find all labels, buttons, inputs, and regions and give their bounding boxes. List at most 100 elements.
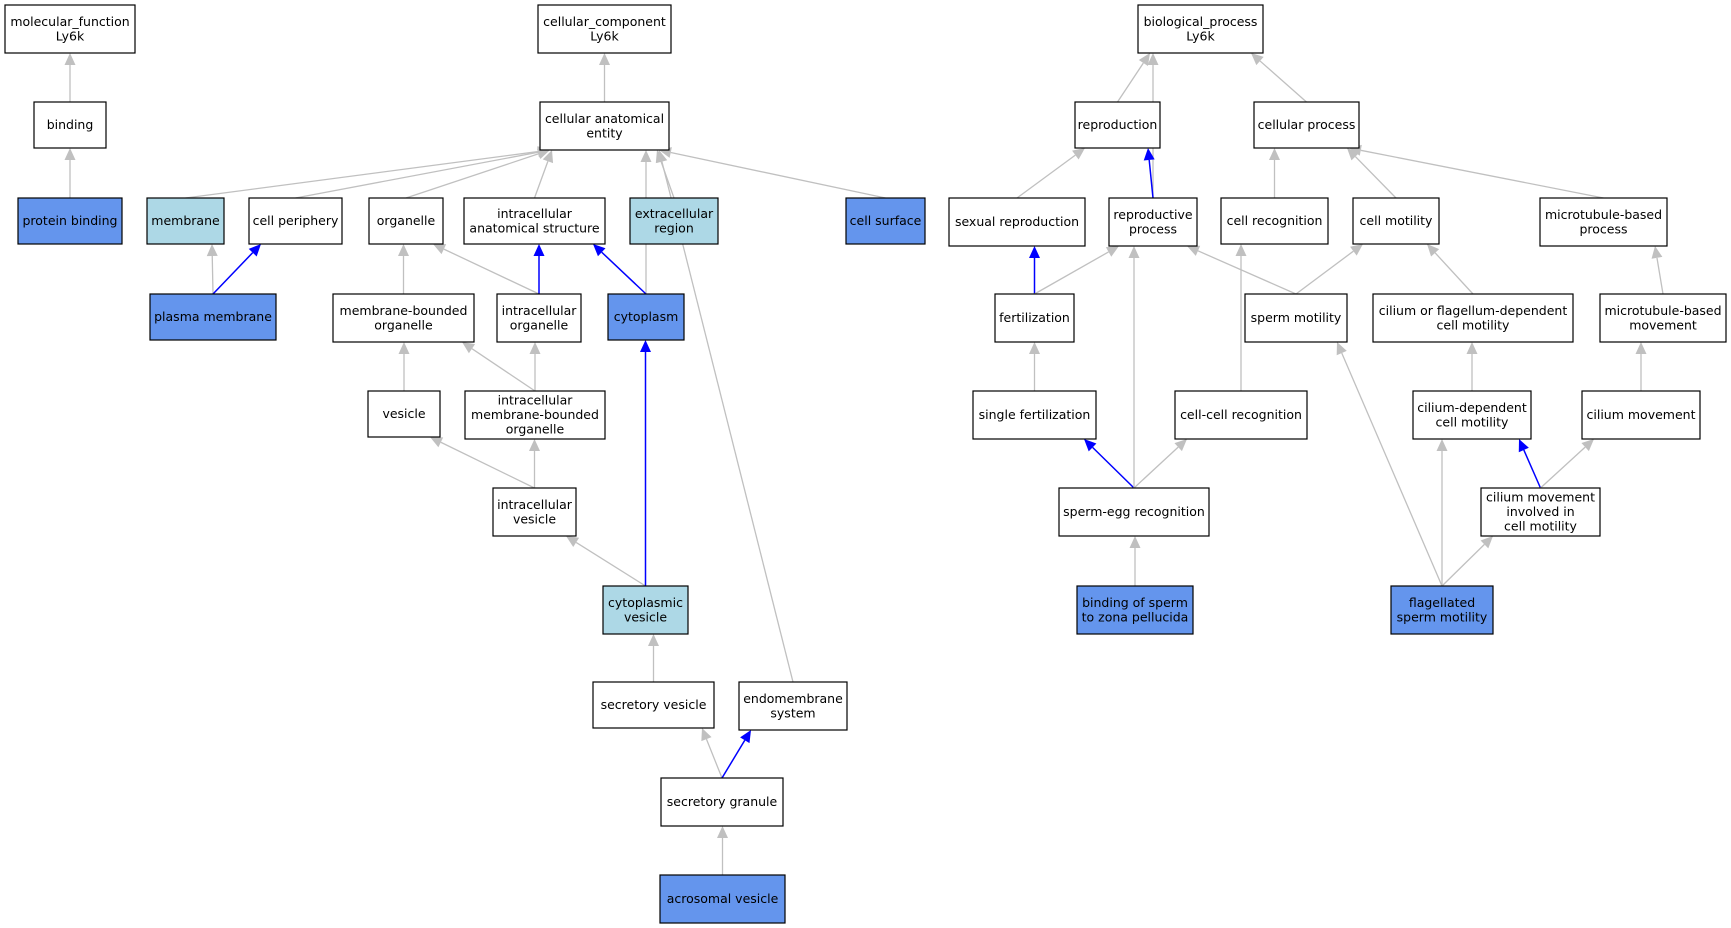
node-fert[interactable]: fertilization	[994, 293, 1075, 343]
edge-plasma_membrane-to-membrane	[211, 255, 214, 295]
node-vesicle[interactable]: vesicle	[367, 390, 441, 438]
node-box	[33, 101, 107, 149]
arrowhead-ser-to-sf	[1084, 439, 1097, 452]
node-box	[972, 390, 1097, 440]
node-reproduction[interactable]: reproduction	[1074, 101, 1161, 149]
node-cp[interactable]: cellular process	[1253, 101, 1360, 149]
node-protein_binding[interactable]: protein binding	[17, 197, 123, 245]
node-cytoplasm[interactable]: cytoplasm	[607, 293, 685, 341]
arrowhead-organelle-to-cae	[536, 148, 550, 160]
node-binding[interactable]: binding	[33, 101, 107, 149]
node-box	[1108, 197, 1198, 247]
node-label-line: organelle	[377, 213, 436, 228]
node-box	[660, 777, 784, 827]
node-sv[interactable]: secretory vesicle	[592, 681, 715, 729]
edge-sm-to-cm	[1295, 250, 1354, 295]
node-cell_periphery[interactable]: cell periphery	[248, 197, 343, 245]
node-box	[1352, 197, 1440, 245]
arrowhead-fsm-to-sm	[1336, 342, 1347, 356]
arrowhead-cr-to-cp	[1269, 148, 1280, 160]
node-label-line: cell motility	[1437, 317, 1511, 332]
node-plasma_membrane[interactable]: plasma membrane	[149, 293, 277, 341]
node-label-line: cell motility	[1360, 213, 1434, 228]
node-cr[interactable]: cell recognition	[1220, 197, 1329, 245]
node-label-line: membrane	[151, 213, 220, 228]
node-sg[interactable]: secretory granule	[660, 777, 784, 827]
node-sm[interactable]: sperm motility	[1244, 293, 1348, 343]
edge-sm-to-rp	[1197, 250, 1297, 295]
node-cmov[interactable]: cilium movement	[1581, 390, 1701, 440]
node-label-line: flagellated	[1409, 595, 1475, 610]
node-box	[537, 4, 672, 54]
node-membrane[interactable]: membrane	[146, 197, 225, 245]
node-label-line: plasma membrane	[154, 309, 272, 324]
edge-ser-to-sf	[1092, 446, 1135, 489]
node-label-line: cellular_component	[543, 14, 666, 29]
node-label-line: cellular process	[1258, 117, 1356, 132]
node-cm[interactable]: cell motility	[1352, 197, 1440, 245]
arrowhead-ser-to-rp	[1128, 246, 1140, 258]
node-label-line: Ly6k	[590, 28, 619, 43]
node-sf[interactable]: single fertilization	[972, 390, 1097, 440]
node-label-line: extracellular	[635, 206, 714, 221]
node-cell_surface[interactable]: cell surface	[845, 197, 926, 245]
edge-fert-to-rp	[1034, 251, 1109, 295]
node-ccr[interactable]: cell-cell recognition	[1174, 390, 1308, 440]
node-box	[492, 487, 577, 537]
arrowhead-imbo-to-io	[529, 342, 541, 354]
arrowhead-cfdcm-to-cm	[1427, 244, 1440, 257]
edge-plasma_membrane-to-cell_periphery	[212, 252, 254, 295]
arrowhead-av-to-sg	[717, 826, 728, 838]
edge-es-to-cae	[661, 161, 794, 683]
node-label-line: intracellular	[497, 206, 573, 221]
node-box	[4, 4, 136, 54]
node-box	[1539, 197, 1668, 247]
node-label-line: organelle	[374, 317, 433, 332]
edge-sr-to-reproduction	[1016, 154, 1076, 199]
node-box	[1253, 101, 1360, 149]
node-label-line: cell surface	[850, 213, 922, 228]
node-label-line: intracellular	[497, 497, 573, 512]
arrowhead-ias-to-cae	[542, 150, 554, 164]
arrowhead-sf-to-fert	[1029, 342, 1040, 354]
node-sr[interactable]: sexual reproduction	[948, 197, 1086, 247]
arrowhead-rp-to-bp	[1147, 53, 1159, 65]
arrowhead-fsm-to-cdcm	[1436, 439, 1448, 451]
edge-cm-to-cp	[1354, 156, 1397, 199]
node-ser[interactable]: sperm-egg recognition	[1058, 487, 1210, 537]
node-box	[149, 293, 277, 341]
node-label-line: cilium movement	[1587, 407, 1696, 422]
node-label-line: acrosomal vesicle	[667, 891, 779, 906]
node-label-line: secretory granule	[667, 794, 778, 809]
node-label-line: cytoplasm	[614, 309, 679, 324]
node-label-line: vesicle	[513, 511, 556, 526]
node-label-line: microtubule-based	[1545, 207, 1662, 222]
arrowhead-sv-to-cv	[648, 634, 659, 646]
node-label-line: cilium-dependent	[1417, 400, 1527, 415]
arrowhead-rp-to-reproduction	[1143, 148, 1155, 161]
node-organelle[interactable]: organelle	[368, 197, 444, 245]
node-av[interactable]: acrosomal vesicle	[659, 874, 786, 924]
node-label-line: region	[654, 220, 694, 235]
